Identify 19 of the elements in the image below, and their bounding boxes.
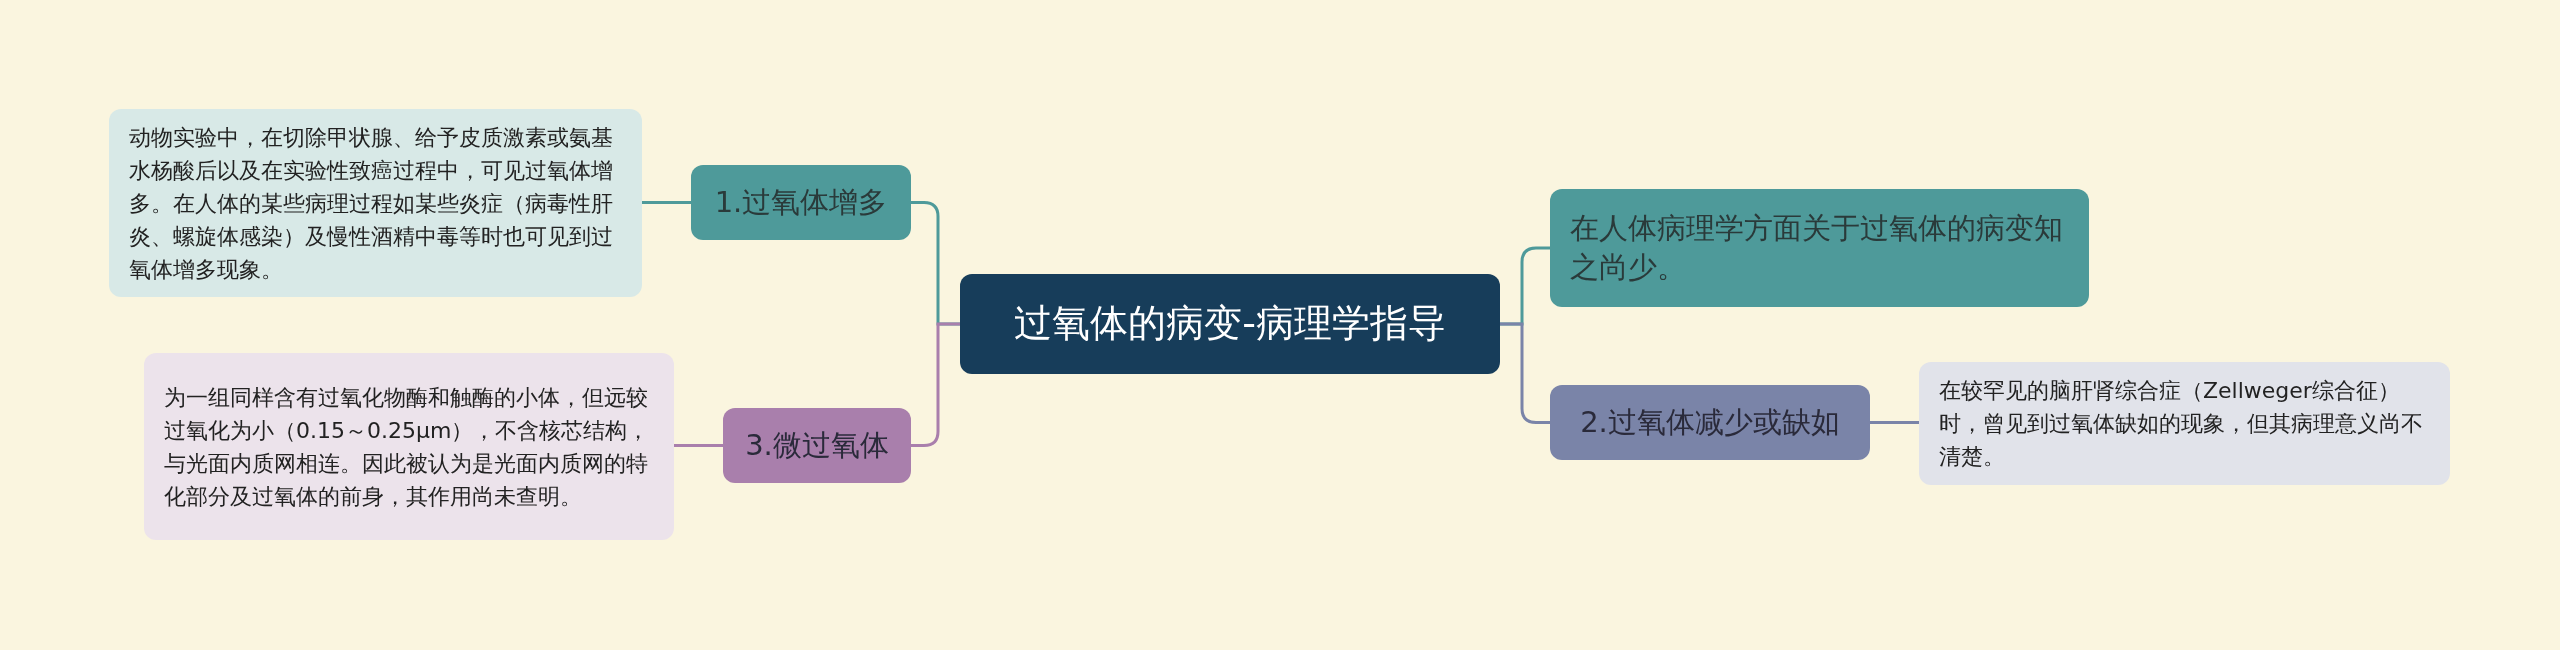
root-topic-box bbox=[960, 274, 1500, 374]
topic-text: 在人体病理学方面关于过氧体的病变知之尚少。 bbox=[1570, 209, 2064, 286]
detail-box bbox=[144, 353, 674, 540]
branch-topic-box bbox=[691, 165, 911, 240]
detail-box bbox=[1919, 362, 2450, 485]
branch-topic-box bbox=[723, 408, 911, 483]
branch-topic-box bbox=[1550, 189, 2089, 307]
branch-topic-box bbox=[1550, 385, 1870, 460]
topic-text: 1.过氧体增多 bbox=[714, 183, 888, 221]
topic-text: 过氧体的病变-病理学指导 bbox=[1014, 300, 1446, 348]
topic-text: 3.微过氧体 bbox=[745, 426, 889, 464]
detail-box bbox=[109, 109, 642, 297]
topic-text: 2.过氧体减少或缺如 bbox=[1580, 403, 1840, 441]
topic-text: 在较罕见的脑肝肾综合症（Zellweger综合征）时，曾见到过氧体缺如的现象，但其病理意义尚不清楚。 bbox=[1939, 377, 2424, 471]
topic-text: 动物实验中，在切除甲状腺、给予皮质激素或氨基水杨酸后以及在实验性致癌过程中，可见过氧体增多。在人体的某些病理过程如某些炎症（病毒性肝炎、螺旋体感染）及慢性酒精中毒等时也可见到过氧体增多现象。 bbox=[129, 123, 614, 284]
connector-line bbox=[1870, 421, 1919, 424]
topic-text: 为一组同样含有过氧化物酶和触酶的小体，但远较过氧化为小（0.15～0.25μm），不含核芯结构，与光面内质网相连。因此被认为是光面内质网的特化部分及过氧体的前身，其作用尚未查明。 bbox=[164, 383, 651, 511]
connector-line bbox=[674, 444, 723, 447]
connector-line bbox=[642, 201, 691, 204]
